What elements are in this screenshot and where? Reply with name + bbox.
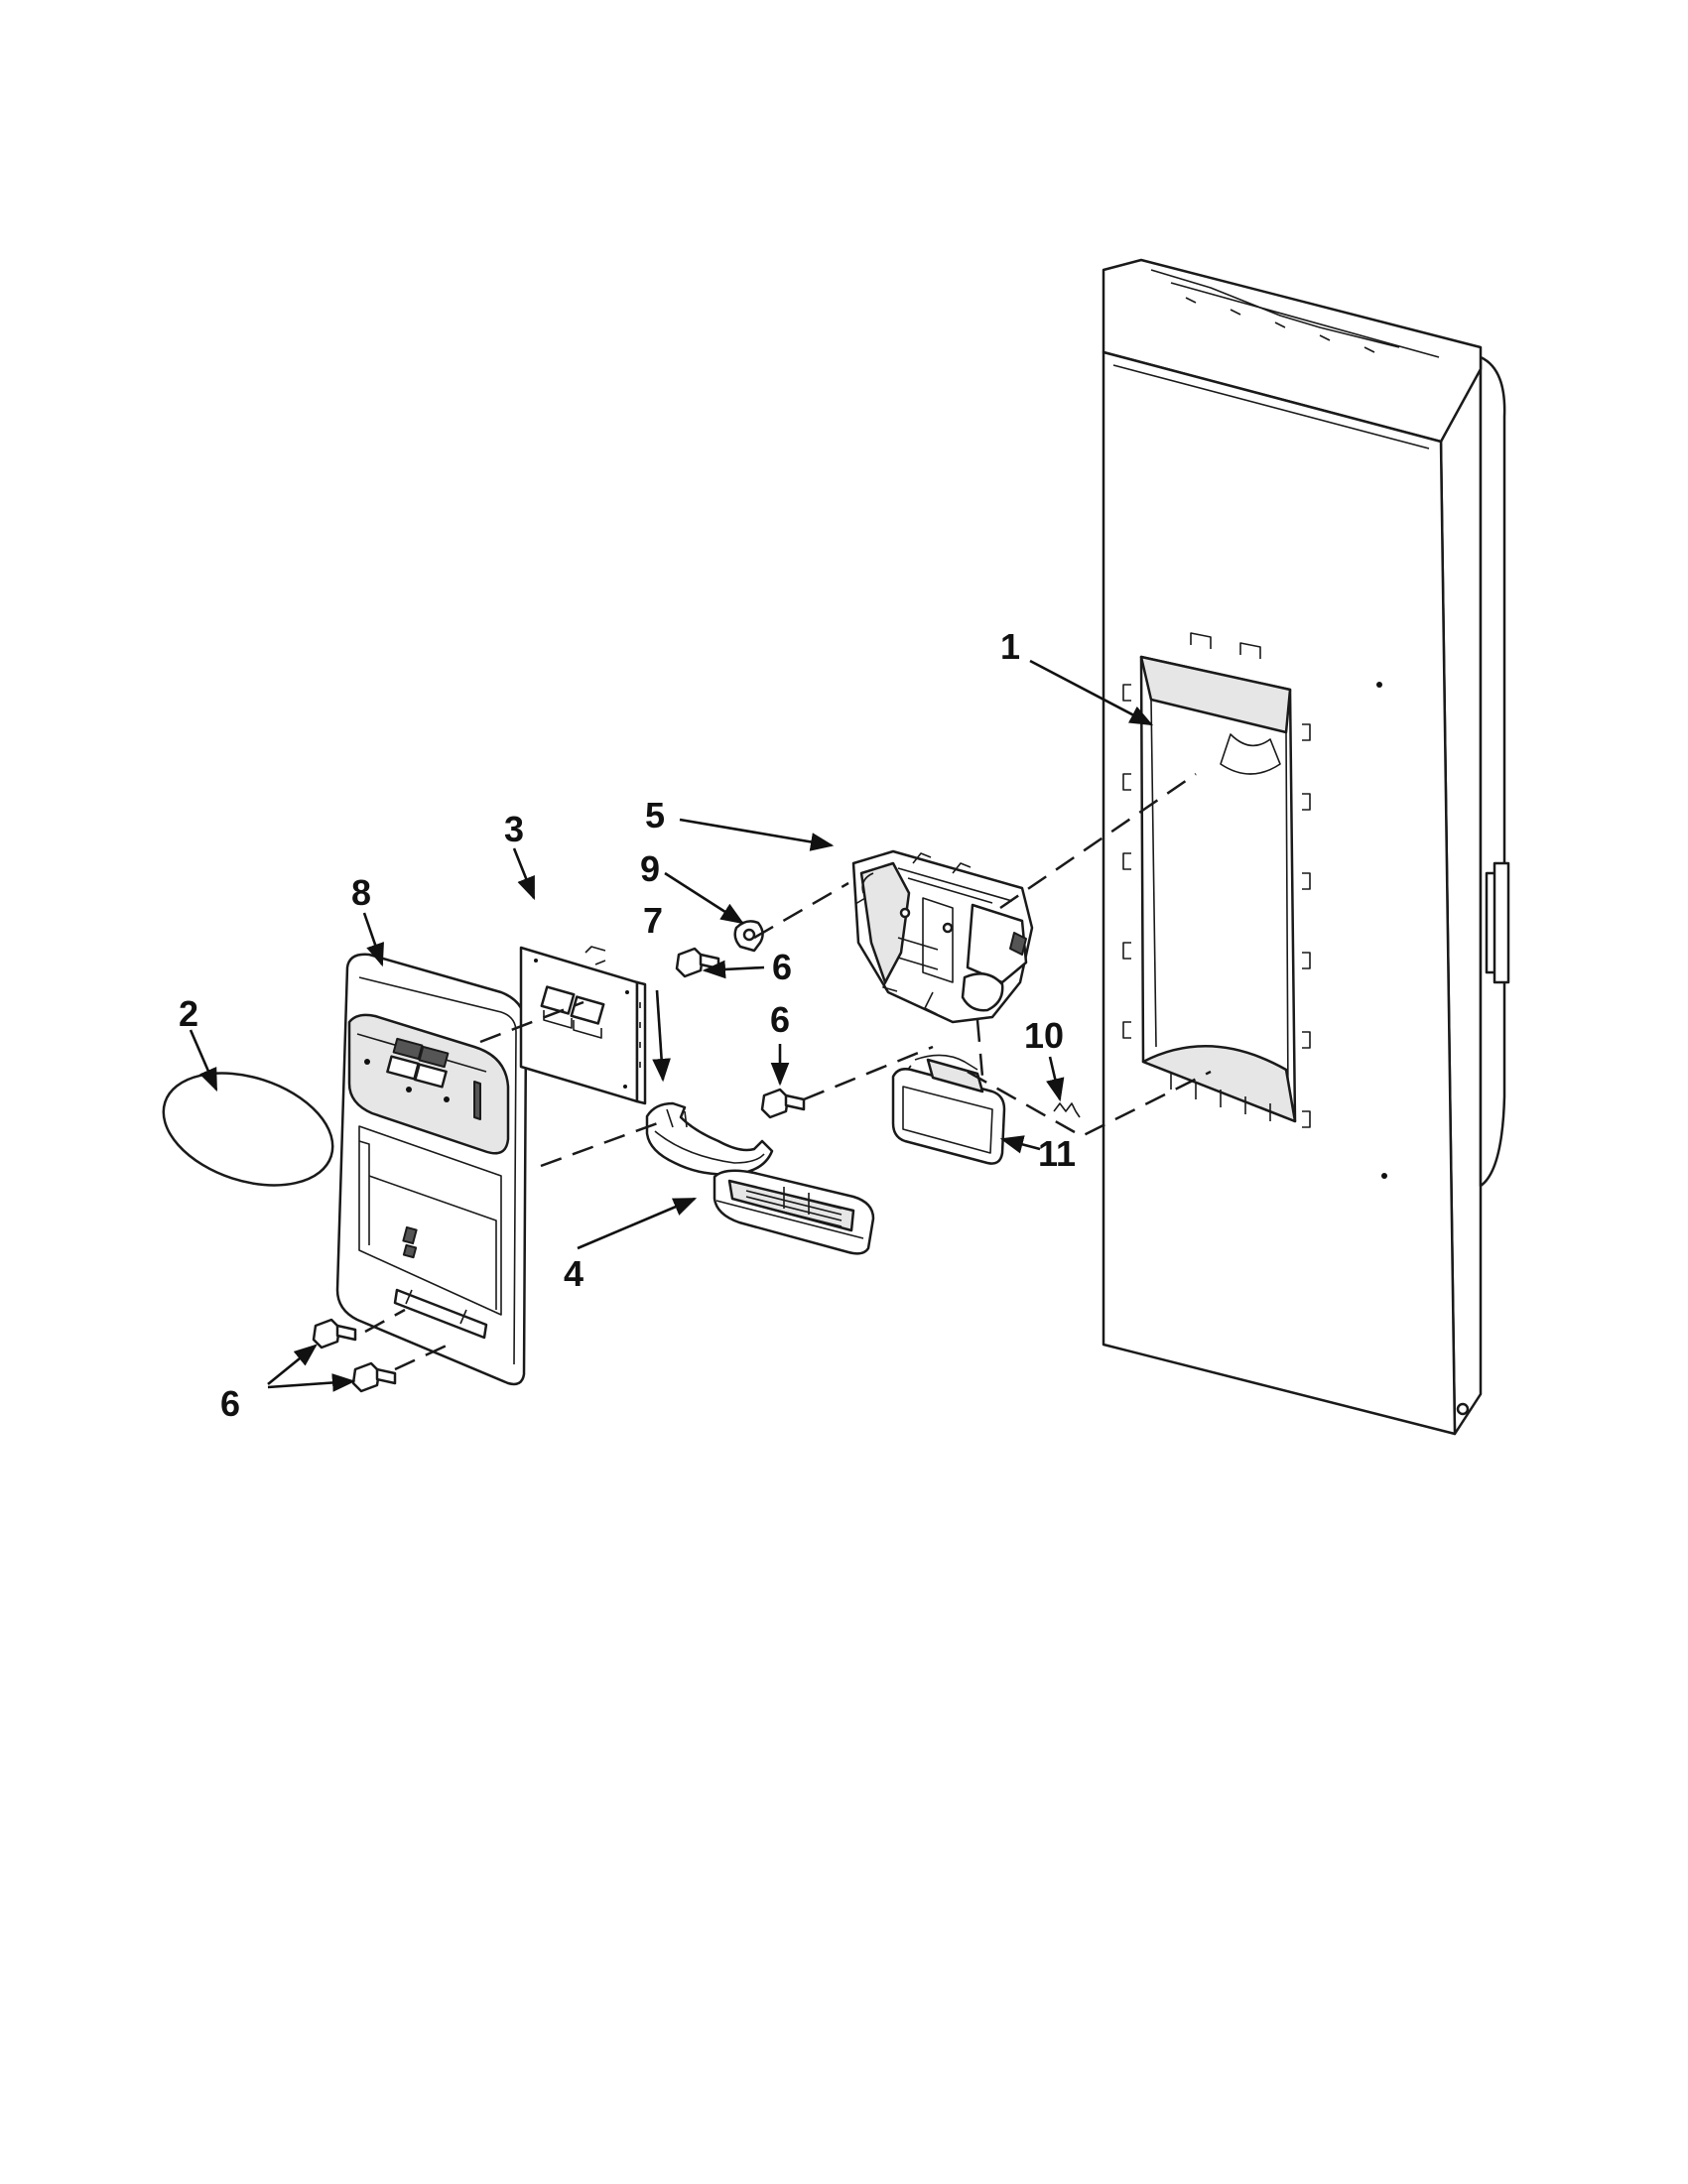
callout-7: 7 <box>643 900 663 941</box>
callout-1: 1 <box>1000 626 1020 667</box>
callout-11: 11 <box>1038 1133 1076 1174</box>
spring <box>1053 1102 1081 1118</box>
callout-2: 2 <box>179 993 198 1034</box>
callout-10: 10 <box>1024 1015 1064 1056</box>
callout-4: 4 <box>564 1253 584 1294</box>
callout-labels: 1 2 3 4 5 6 6 6 7 8 9 10 11 <box>179 626 1076 1424</box>
callout-9: 9 <box>640 848 660 889</box>
water-shield <box>645 1101 774 1176</box>
dispenser-front-panel <box>335 953 528 1386</box>
callout-8: 8 <box>351 872 371 913</box>
leader-lines <box>189 659 1154 1392</box>
callout-5: 5 <box>645 795 665 835</box>
clamp <box>733 920 764 953</box>
dispenser-lever <box>891 1054 1006 1165</box>
dispenser-actuator-assembly <box>851 849 1034 1024</box>
callout-6-upper: 6 <box>772 947 792 987</box>
lens-cover <box>162 1072 334 1187</box>
screw <box>351 1361 397 1393</box>
screw <box>312 1318 357 1349</box>
drip-tray <box>713 1169 875 1255</box>
assembly-dashed-lines <box>364 772 1212 1371</box>
callout-3: 3 <box>504 809 524 849</box>
control-board <box>519 946 647 1105</box>
callout-6-middle: 6 <box>770 999 790 1040</box>
screw <box>760 1088 806 1119</box>
callout-6-lower: 6 <box>220 1383 240 1424</box>
screw <box>675 947 720 978</box>
refrigerator-door <box>1102 258 1510 1436</box>
